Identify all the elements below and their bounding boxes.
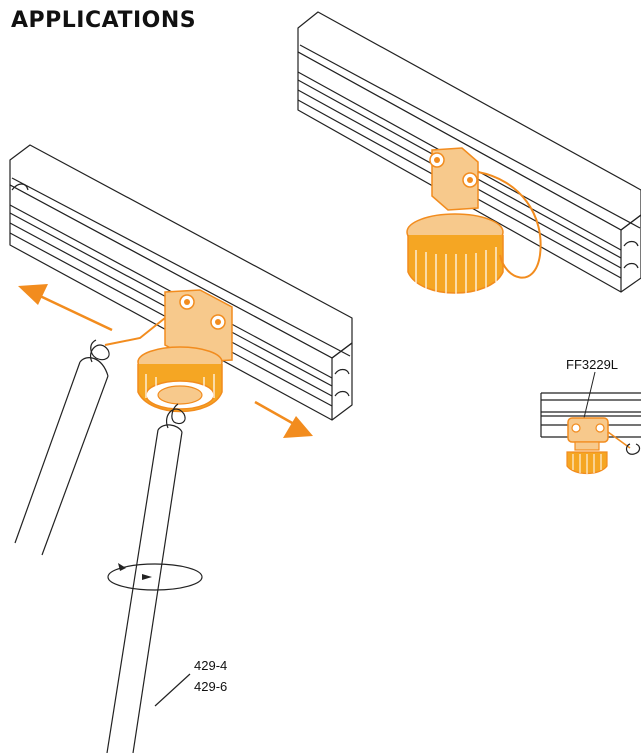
pole-diagonal bbox=[14, 339, 110, 556]
connector-part-label: FF3229L bbox=[566, 357, 618, 372]
motion-arrows bbox=[18, 284, 313, 438]
page-title: APPLICATIONS bbox=[11, 8, 197, 33]
pole-part-label-2: 429-6 bbox=[194, 679, 227, 694]
connector-top-right bbox=[406, 147, 542, 298]
pole-part-label-1: 429-4 bbox=[194, 658, 227, 673]
connector-left bbox=[104, 289, 233, 413]
pole-vertical bbox=[106, 403, 203, 753]
inset-detail bbox=[540, 371, 641, 475]
